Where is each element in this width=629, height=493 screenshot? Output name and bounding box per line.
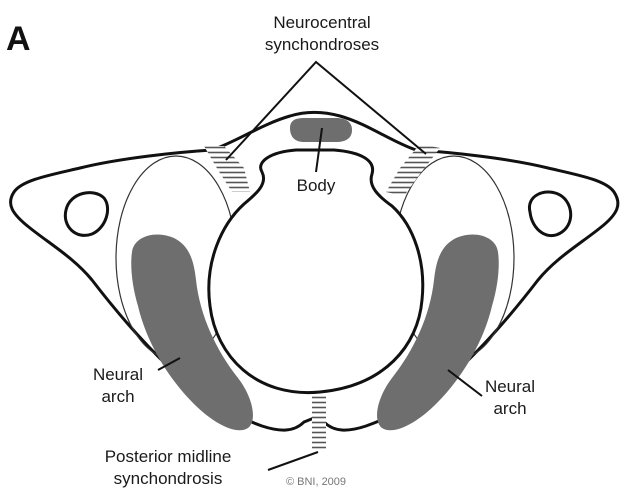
body-label: Body: [297, 176, 336, 195]
right-arch-label-line1: Neural: [485, 377, 535, 396]
neurocentral-label-line2: synchondroses: [265, 35, 379, 54]
right-transverse-foramen: [529, 192, 570, 236]
posterior-midline-synchondrosis: [312, 394, 326, 450]
left-arch-label-line1: Neural: [93, 365, 143, 384]
posterior-leader-line: [268, 452, 318, 470]
neurocentral-label-line1: Neurocentral: [273, 13, 370, 32]
panel-letter: A: [6, 20, 31, 58]
left-transverse-foramen: [65, 193, 107, 236]
right-arch-label-line2: arch: [493, 399, 526, 418]
posterior-label-line1: Posterior midline: [105, 447, 232, 466]
posterior-label-line2: synchondrosis: [114, 469, 223, 488]
left-arch-label-line2: arch: [101, 387, 134, 406]
copyright-credit: © BNI, 2009: [286, 476, 346, 488]
